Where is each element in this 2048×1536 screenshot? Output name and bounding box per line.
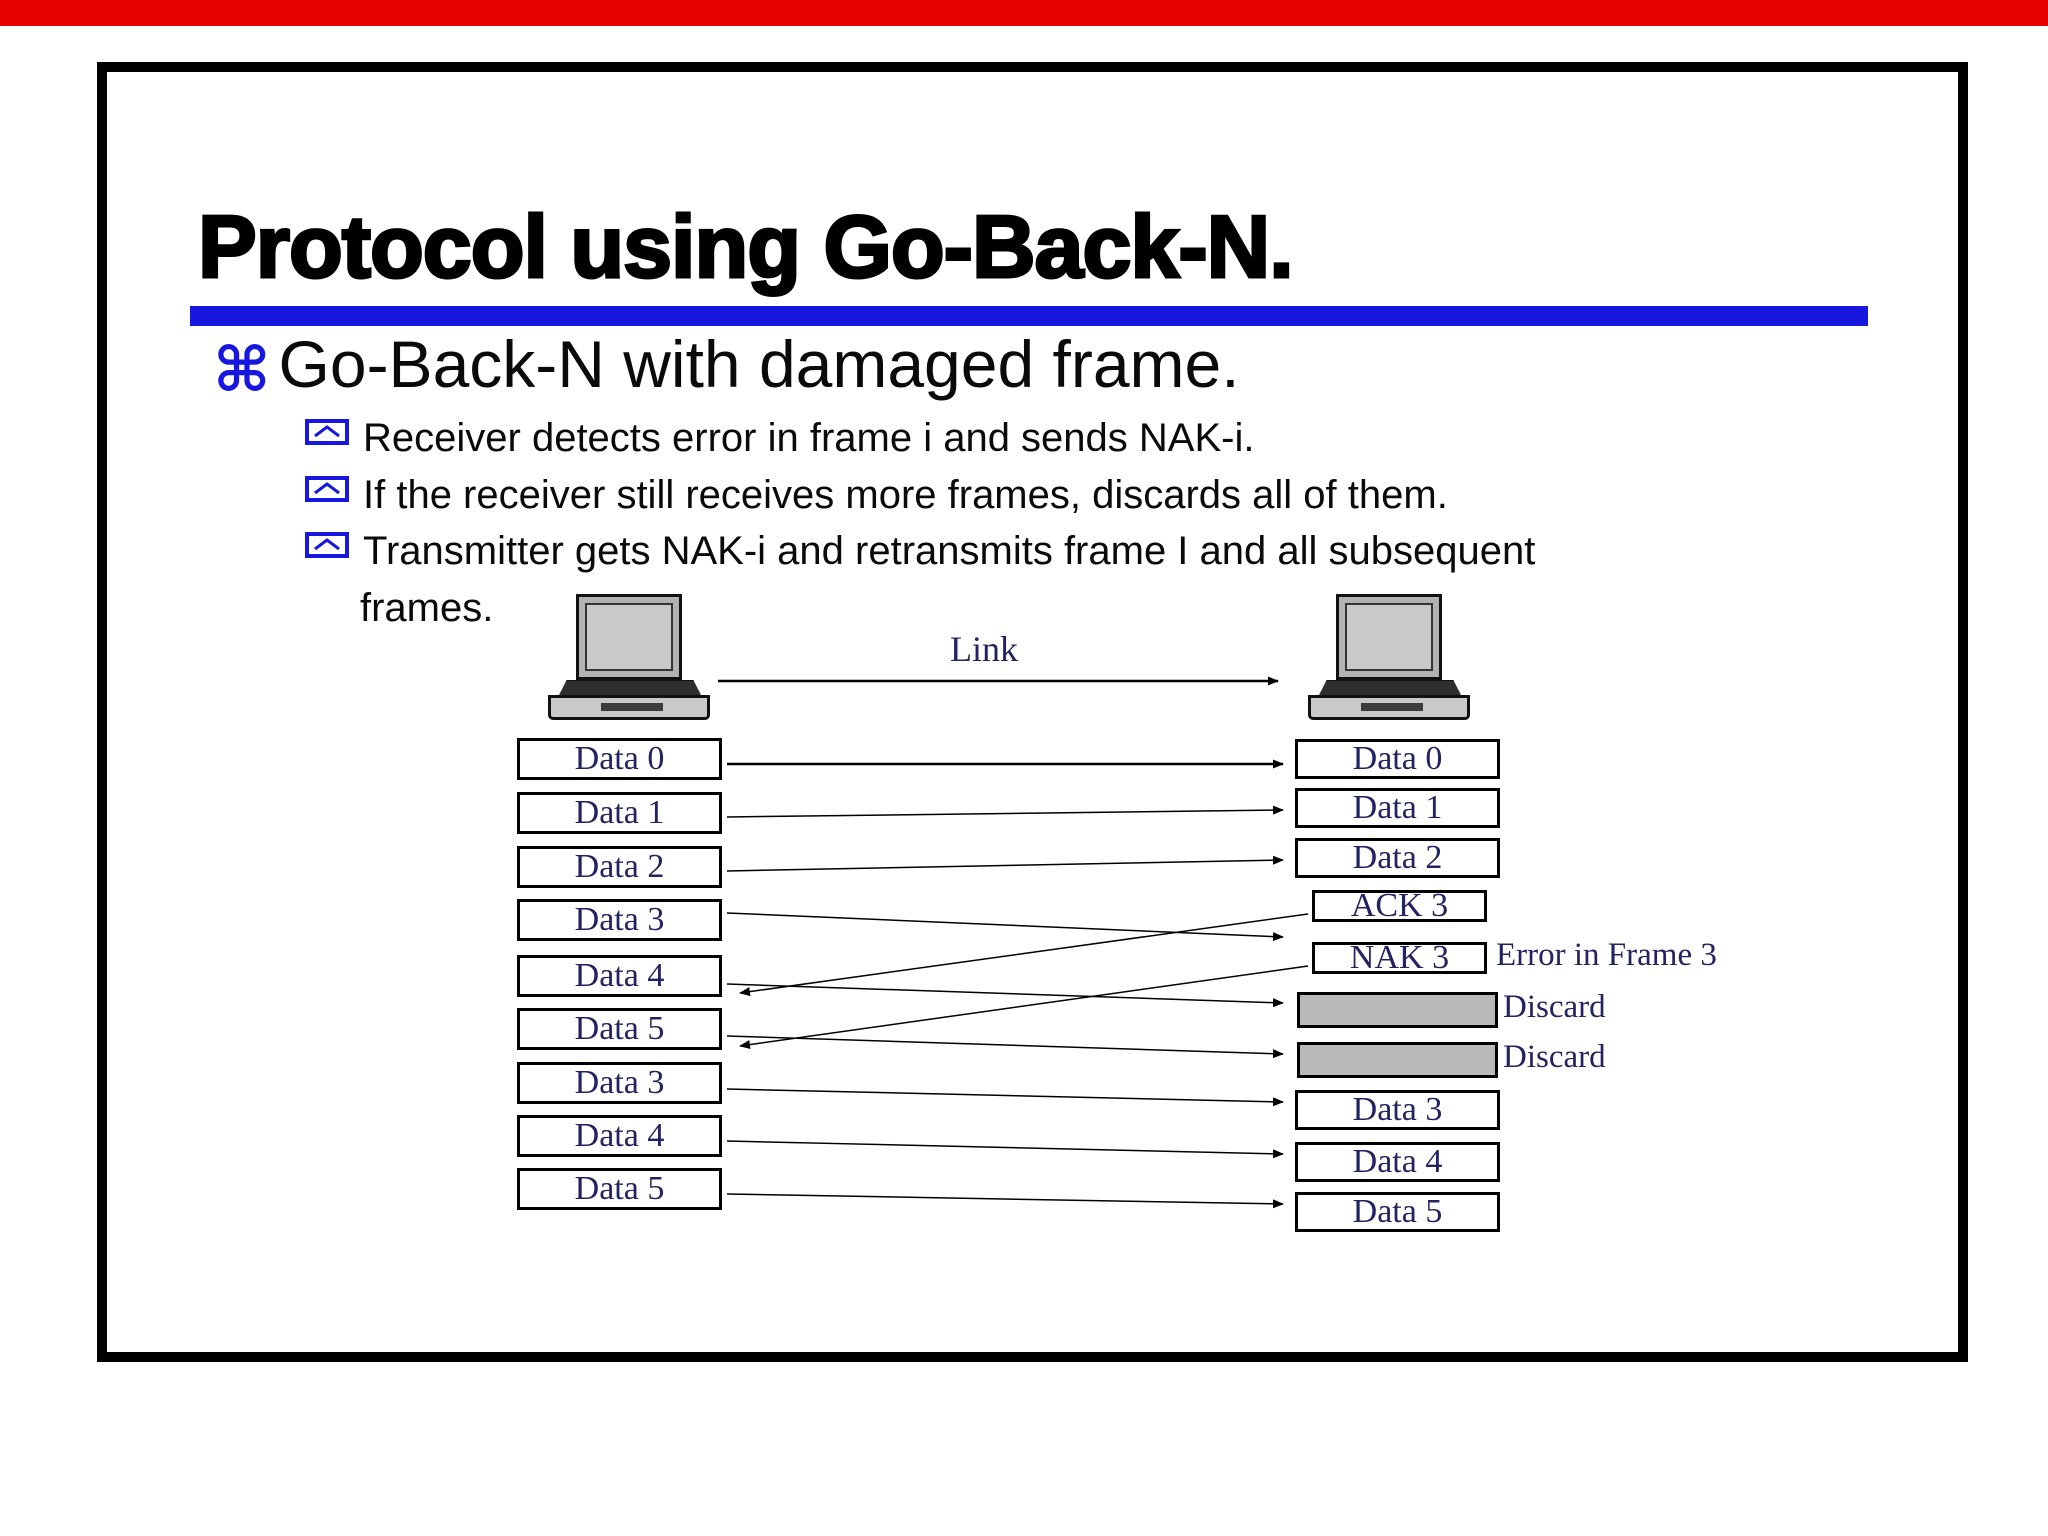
sub-bullet-2: If the receiver still receives more fram… xyxy=(305,473,1448,518)
left-frame-box: Data 5 xyxy=(517,1008,722,1050)
left-frame-box: Data 0 xyxy=(517,738,722,780)
chevron-box-bullet-icon xyxy=(305,532,349,558)
title-underline-rule xyxy=(190,306,1868,326)
arrow-data3-damaged xyxy=(726,912,1284,942)
slide-frame xyxy=(97,62,1968,1362)
error-note: Error in Frame 3 xyxy=(1496,937,1717,973)
left-frame-box: Data 4 xyxy=(517,1115,722,1157)
arrow-data5 xyxy=(726,1035,1284,1059)
laptop-keyboard xyxy=(1360,703,1424,711)
arrow-nak3-return xyxy=(739,965,1309,1050)
right-frame-box: Data 3 xyxy=(1295,1090,1500,1130)
laptop-base xyxy=(548,695,710,720)
arrow-data3-retx xyxy=(726,1088,1284,1107)
main-bullet-text: Go-Back-N with damaged frame. xyxy=(278,327,1240,401)
transmitter-laptop-icon xyxy=(548,594,710,722)
left-frame-box: Data 3 xyxy=(517,899,722,941)
laptop-lid xyxy=(1336,594,1442,680)
laptop-screen xyxy=(585,603,673,671)
right-frame-box: Data 5 xyxy=(1295,1192,1500,1232)
sub-bullet-text: If the receiver still receives more fram… xyxy=(363,473,1448,517)
sub-bullet-3-continuation: frames. xyxy=(360,586,494,630)
left-frame-box: Data 1 xyxy=(517,792,722,834)
sub-bullet-3: Transmitter gets NAK-i and retransmits f… xyxy=(305,529,1535,574)
link-label: Link xyxy=(950,629,1018,669)
left-frame-box: Data 3 xyxy=(517,1062,722,1104)
discarded-frame-box xyxy=(1297,992,1498,1028)
laptop-keyboard xyxy=(600,703,664,711)
arrow-data1 xyxy=(726,805,1284,818)
chevron-box-bullet-icon xyxy=(305,419,349,445)
discarded-frame-box xyxy=(1297,1042,1498,1078)
right-frame-box: Data 0 xyxy=(1295,739,1500,779)
sub-bullet-text: Receiver detects error in frame i and se… xyxy=(363,416,1255,460)
left-frame-box: Data 4 xyxy=(517,955,722,997)
right-frame-box: Data 1 xyxy=(1295,788,1500,828)
left-frame-box: Data 5 xyxy=(517,1168,722,1210)
right-frame-box: Data 2 xyxy=(1295,838,1500,878)
right-frame-box: NAK 3 xyxy=(1312,939,1487,976)
laptop-base xyxy=(1308,695,1470,720)
sub-bullet-1: Receiver detects error in frame i and se… xyxy=(305,416,1254,461)
slide-title: Protocol using Go-Back-N. xyxy=(197,196,1296,298)
right-frame-box: ACK 3 xyxy=(1312,887,1487,924)
arrow-data4 xyxy=(726,983,1284,1008)
arrow-ack3-return xyxy=(739,913,1309,997)
top-red-bar xyxy=(0,0,2048,26)
laptop-screen xyxy=(1345,603,1433,671)
command-bullet-icon: ⌘ xyxy=(213,333,271,406)
arrow-data5-retx xyxy=(726,1193,1284,1209)
laptop-lid xyxy=(576,594,682,680)
main-bullet: ⌘Go-Back-N with damaged frame. xyxy=(213,326,1240,406)
receiver-laptop-icon xyxy=(1308,594,1470,722)
arrow-data4-retx xyxy=(726,1140,1284,1159)
chevron-box-bullet-icon xyxy=(305,476,349,502)
sub-bullet-text: Transmitter gets NAK-i and retransmits f… xyxy=(363,529,1536,573)
discard-note: Discard xyxy=(1503,989,1606,1025)
right-frame-box: Data 4 xyxy=(1295,1142,1500,1182)
discard-note: Discard xyxy=(1503,1039,1606,1075)
arrow-data2 xyxy=(726,855,1284,872)
left-frame-box: Data 2 xyxy=(517,846,722,888)
